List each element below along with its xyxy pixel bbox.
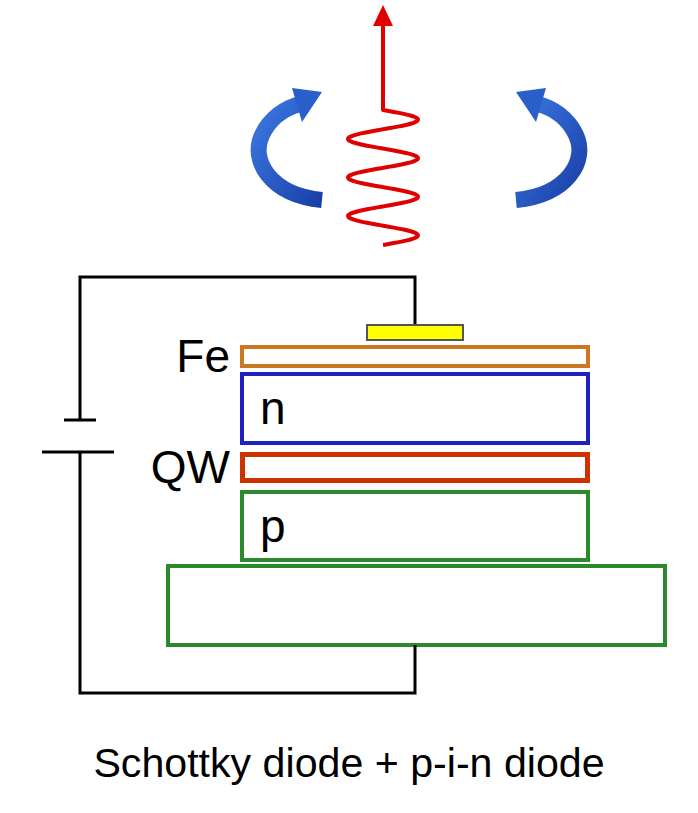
quantum-well-layer: QW (240, 452, 590, 483)
layer-label: p (260, 500, 286, 553)
battery-symbol (42, 451, 114, 454)
layer-label: n (260, 382, 286, 435)
n-layer: n (240, 372, 590, 445)
layer-label: Fe (176, 330, 230, 383)
rotation-arrowhead (292, 88, 322, 122)
metal-contact (367, 325, 463, 340)
wire (80, 452, 415, 693)
light-arrowhead (373, 5, 393, 26)
p-layer: p (240, 490, 590, 562)
fe-layer: Fe (240, 345, 590, 368)
rotation-arrow (259, 104, 322, 200)
substrate-layer (168, 566, 665, 645)
rotation-arrowhead (516, 88, 546, 122)
battery-symbol (64, 419, 96, 422)
light-wave (348, 26, 418, 245)
layer-label: QW (151, 441, 230, 494)
rotation-arrow (516, 104, 579, 200)
caption: Schottky diode + p-i-n diode (0, 740, 698, 787)
